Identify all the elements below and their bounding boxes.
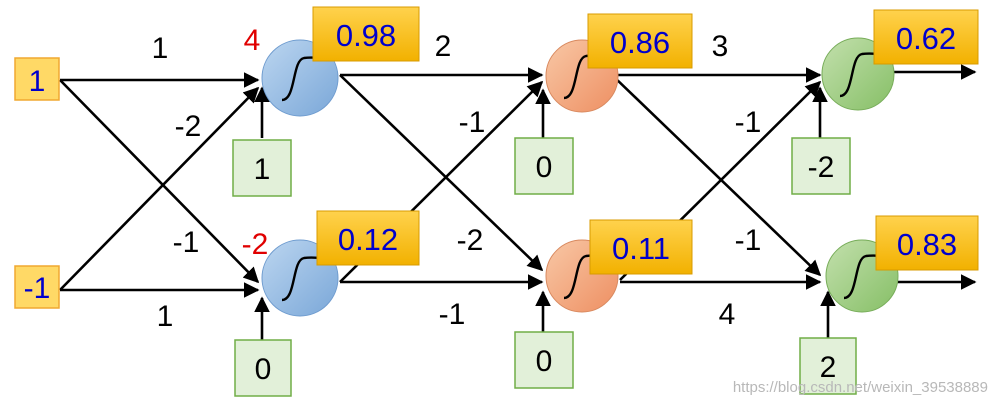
weight-label: -2 xyxy=(175,110,202,143)
bias-box-h1-bottom: 0 xyxy=(234,339,292,397)
pre-activation-h1-bottom: -2 xyxy=(242,228,269,261)
bias-value: 2 xyxy=(820,351,837,384)
weight-label: 2 xyxy=(435,30,452,63)
input-node-x2: -1 xyxy=(14,265,60,309)
activation-value: 0.86 xyxy=(610,25,670,60)
pre-activation-h1-top: 4 xyxy=(244,24,261,57)
input-value-x2: -1 xyxy=(24,272,51,305)
edges-layer1 xyxy=(59,72,260,298)
output-box-out-top: 0.62 xyxy=(873,9,979,65)
bias-value: 1 xyxy=(254,153,271,186)
weight-label: 3 xyxy=(712,30,729,63)
bias-value: 0 xyxy=(536,345,553,378)
output-box-h2-bottom: 0.11 xyxy=(589,219,693,275)
weight-label: 1 xyxy=(152,32,169,65)
edge-x1-to-h1bottom xyxy=(59,79,260,284)
weight-label: -1 xyxy=(735,106,762,139)
bias-value: 0 xyxy=(255,353,272,386)
input-node-x1: 1 xyxy=(14,57,60,101)
weight-label: 4 xyxy=(719,298,736,331)
output-box-out-bottom: 0.83 xyxy=(875,215,979,271)
bias-box-h2-bottom: 0 xyxy=(514,331,574,389)
bias-value: 0 xyxy=(536,151,553,184)
bias-box-out-bottom: 2 xyxy=(799,337,857,395)
activation-value: 0.98 xyxy=(336,18,396,53)
watermark: https://blog.csdn.net/weixin_39538889 xyxy=(733,379,988,396)
edge-x2-to-h1top xyxy=(59,86,260,291)
weight-label: -1 xyxy=(735,224,762,257)
activation-value: 0.83 xyxy=(897,227,957,262)
edge-h2top-to-obottom xyxy=(611,74,822,277)
activation-value: 0.62 xyxy=(896,21,956,56)
bias-value: -2 xyxy=(808,151,835,184)
weight-label: -2 xyxy=(457,224,484,257)
bias-box-h2-top: 0 xyxy=(514,137,574,195)
activation-value: 0.12 xyxy=(338,222,398,257)
bias-box-h1-top: 1 xyxy=(232,139,292,197)
weight-label: 1 xyxy=(157,300,174,333)
weight-label: -1 xyxy=(173,226,200,259)
bias-box-out-top: -2 xyxy=(791,137,851,195)
output-box-h2-top: 0.86 xyxy=(587,13,693,69)
output-box-h1-top: 0.98 xyxy=(312,6,420,62)
output-box-h1-bottom: 0.12 xyxy=(316,210,420,266)
input-value-x1: 1 xyxy=(29,65,46,98)
edge-h1top-to-h2bottom xyxy=(339,74,544,272)
weight-label: -1 xyxy=(439,298,466,331)
activation-value: 0.11 xyxy=(612,231,670,266)
weight-label: -1 xyxy=(459,106,486,139)
